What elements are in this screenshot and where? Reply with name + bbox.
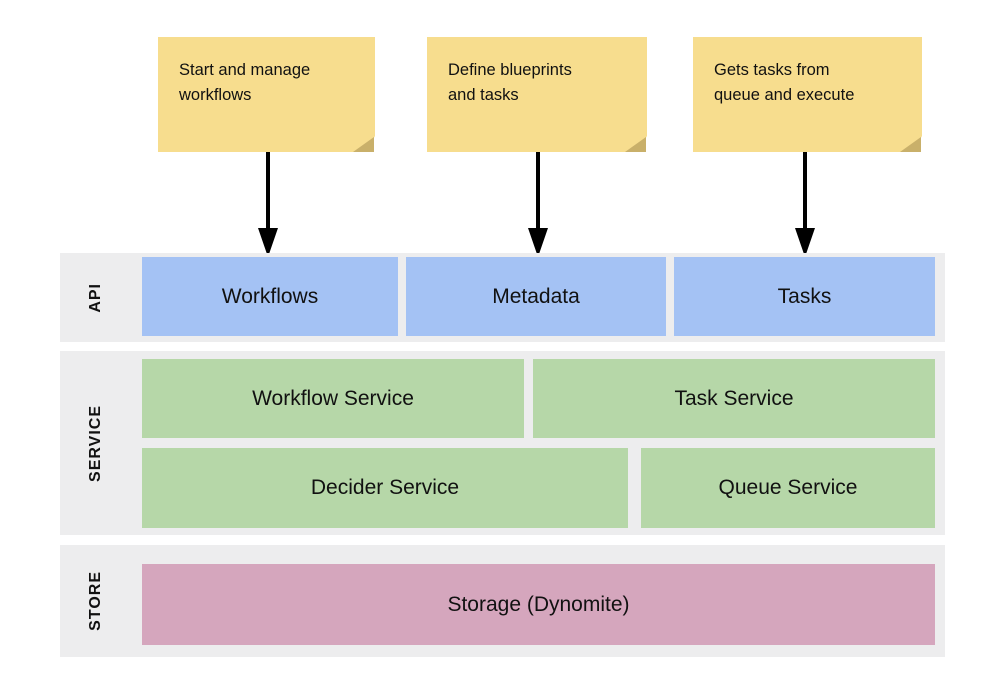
box-label: Workflows [221, 284, 319, 308]
layer-label-text: STORE [87, 571, 104, 631]
box-workflow-service: Workflow Service [142, 359, 524, 438]
sticky-note-background [427, 37, 647, 152]
box-label: Tasks [777, 284, 832, 308]
sticky-note-get-tasks-execute: Gets tasks from queue and execute [693, 37, 922, 152]
layer-band-store: STORE Storage (Dynomite) [60, 545, 945, 657]
box-label: Decider Service [310, 476, 460, 499]
layer-band-service: SERVICE Workflow Service Task Service De… [60, 351, 945, 535]
down-arrow-icon [795, 152, 815, 257]
box-storage-dynomite: Storage (Dynomite) [142, 564, 935, 645]
box-task-service: Task Service [533, 359, 935, 438]
note-fold-corner-icon [900, 137, 921, 152]
layer-label-text: SERVICE [87, 404, 104, 482]
sticky-note-text: Define blueprints and tasks [448, 61, 572, 104]
down-arrow-icon [528, 152, 548, 257]
box-queue-service: Queue Service [641, 448, 935, 528]
note-fold-corner-icon [625, 137, 646, 152]
box-tasks: Tasks [674, 257, 935, 336]
layer-label-text: API [87, 282, 104, 313]
layer-band-api: API Workflows Metadata Tasks [60, 253, 945, 342]
sticky-note-start-manage-workflows: Start and manage workflows [158, 37, 375, 152]
layer-label-store: STORE [60, 545, 132, 657]
sticky-note-background [158, 37, 375, 152]
note-fold-corner-icon [353, 137, 374, 152]
layer-label-service: SERVICE [60, 351, 132, 535]
sticky-note-text: Start and manage workflows [179, 61, 311, 104]
sticky-note-text: Gets tasks from queue and execute [714, 61, 855, 104]
box-workflows: Workflows [142, 257, 398, 336]
box-label: Task Service [674, 386, 794, 410]
layer-label-api: API [60, 253, 132, 342]
sticky-note-background [693, 37, 922, 152]
box-label: Metadata [492, 284, 580, 308]
box-decider-service: Decider Service [142, 448, 628, 528]
box-label: Storage (Dynomite) [447, 592, 630, 616]
sticky-note-define-blueprints-tasks: Define blueprints and tasks [427, 37, 647, 152]
down-arrow-icon [258, 152, 278, 257]
box-label: Queue Service [718, 476, 858, 499]
box-metadata: Metadata [406, 257, 666, 336]
box-label: Workflow Service [252, 386, 414, 410]
